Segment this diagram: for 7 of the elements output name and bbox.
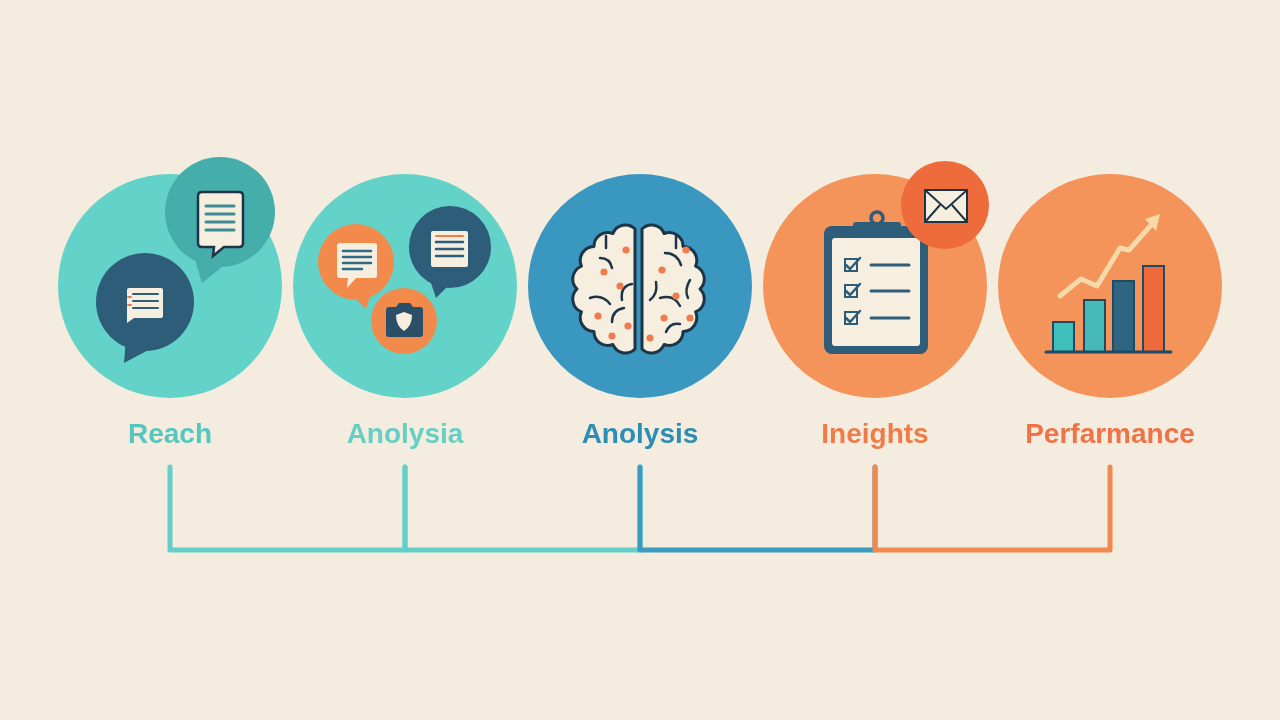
step-label: Anolysis	[581, 417, 699, 451]
step-label: Anolysia	[346, 417, 464, 451]
step-label: Ineights	[821, 417, 929, 451]
step-label: Reach	[127, 417, 212, 451]
connector-line	[167, 464, 408, 553]
connector-line	[872, 464, 1113, 553]
step-label: Perfarmance	[1025, 417, 1195, 451]
